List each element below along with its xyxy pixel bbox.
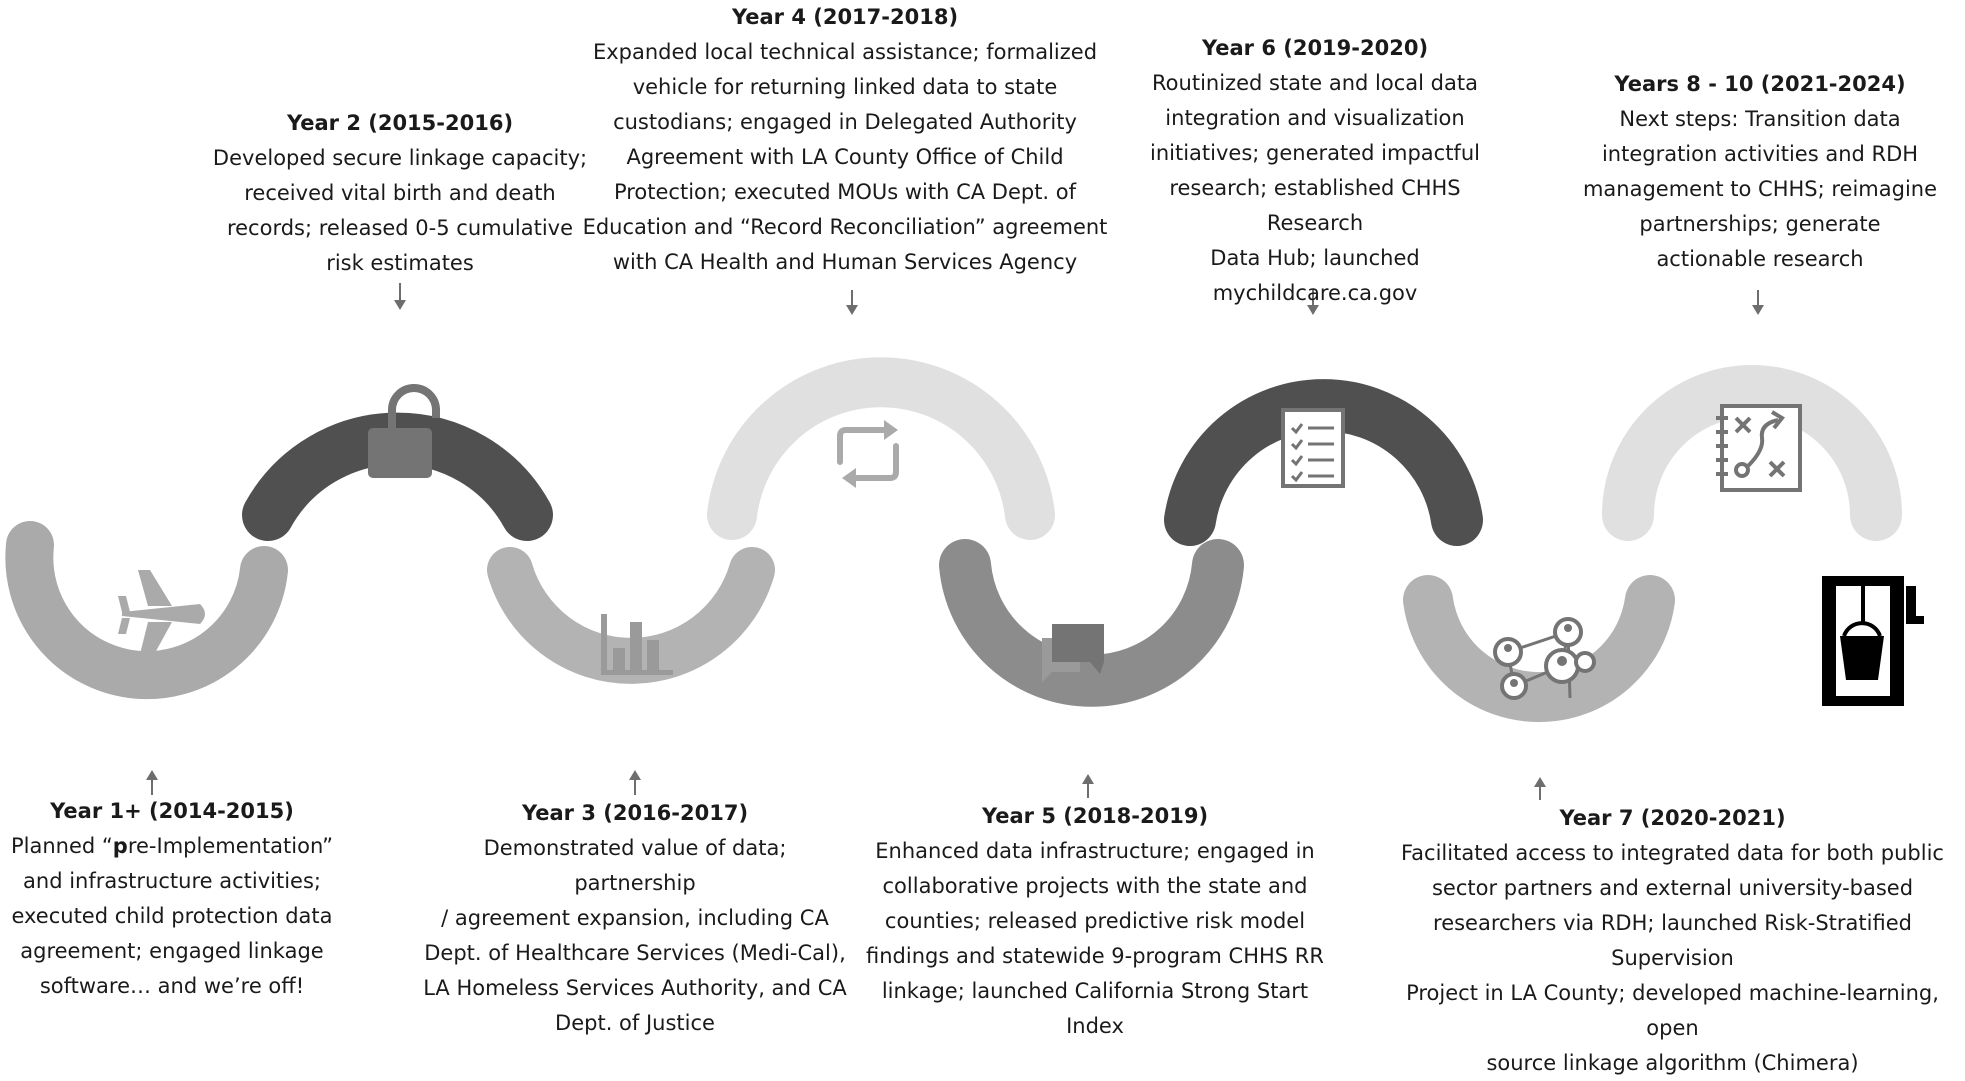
arc-year-8-10 xyxy=(1602,365,1902,541)
milestone-text-year-4: Year 4 (2017-2018) Expanded local techni… xyxy=(580,0,1110,280)
milestone-text-year-3: Year 3 (2016-2017) Demonstrated value of… xyxy=(420,796,850,1041)
milestone-text-year-6: Year 6 (2019-2020) Routinized state and … xyxy=(1120,31,1510,311)
arrow-year-5 xyxy=(1082,774,1094,798)
arc-year-4 xyxy=(707,357,1055,540)
milestone-description: Next steps: Transition data integration … xyxy=(1582,107,1938,271)
airplane-icon xyxy=(118,570,205,662)
arc-year-7 xyxy=(1403,575,1675,722)
milestone-year-label: Year 2 (2015-2016) xyxy=(286,111,514,135)
repeat-arrows-icon xyxy=(837,420,899,488)
strategy-board-icon xyxy=(1716,404,1802,492)
milestone-text-year-8-10: Years 8 - 10 (2021-2024) Next steps: Tra… xyxy=(1560,67,1960,277)
milestone-description-prefix: Planned “ xyxy=(11,834,113,858)
milestone-description: Enhanced data infrastructure; engaged in… xyxy=(866,839,1324,1038)
milestone-description: Facilitated access to integrated data fo… xyxy=(1401,841,1944,1075)
padlock-unlocked-icon xyxy=(368,384,440,478)
milestone-text-year-7: Year 7 (2020-2021) Facilitated access to… xyxy=(1380,801,1965,1081)
chat-bubbles-icon xyxy=(1042,624,1104,682)
milestone-text-year-2: Year 2 (2015-2016) Developed secure link… xyxy=(210,106,590,281)
milestone-description-bold-letter: p xyxy=(112,834,128,858)
milestone-year-label: Year 6 (2019-2020) xyxy=(1201,36,1429,60)
arrow-year-1 xyxy=(146,770,158,795)
checklist-icon xyxy=(1281,408,1345,488)
bar-chart-icon xyxy=(601,614,673,675)
milestone-year-label: Year 5 (2018-2019) xyxy=(981,804,1209,828)
arrow-year-6 xyxy=(1307,290,1319,315)
arc-year-6 xyxy=(1164,379,1483,546)
arrow-year-3 xyxy=(629,770,641,795)
milestone-text-year-5: Year 5 (2018-2019) Enhanced data infrast… xyxy=(860,799,1330,1044)
milestone-description: Routinized state and local data integrat… xyxy=(1150,71,1480,305)
arrow-year-4 xyxy=(846,290,858,315)
milestone-year-label: Year 4 (2017-2018) xyxy=(731,5,959,29)
milestone-text-year-1: Year 1+ (2014-2015) Planned “pre-Impleme… xyxy=(0,794,344,1004)
timeline-diagram xyxy=(5,283,1924,800)
network-people-icon xyxy=(1493,617,1596,700)
milestone-description: Demonstrated value of data; partnership … xyxy=(423,836,847,1035)
arrow-year-8-10 xyxy=(1752,290,1764,315)
well-bucket-icon xyxy=(1822,576,1924,706)
milestone-year-label: Year 1+ (2014-2015) xyxy=(50,799,294,823)
arrow-year-2 xyxy=(394,283,406,310)
milestone-description: Developed secure linkage capacity; recei… xyxy=(212,146,588,275)
arrow-year-7 xyxy=(1534,777,1546,800)
milestone-year-label: Year 7 (2020-2021) xyxy=(1559,806,1786,830)
milestone-description: re-Implementation” and infrastructure ac… xyxy=(11,834,333,998)
milestone-description: Expanded local technical assistance; for… xyxy=(582,40,1108,274)
arc-year-1 xyxy=(5,521,288,700)
milestone-year-label: Year 3 (2016-2017) xyxy=(521,801,749,825)
arc-year-5 xyxy=(939,539,1244,707)
milestone-year-label: Years 8 - 10 (2021-2024) xyxy=(1614,72,1906,96)
